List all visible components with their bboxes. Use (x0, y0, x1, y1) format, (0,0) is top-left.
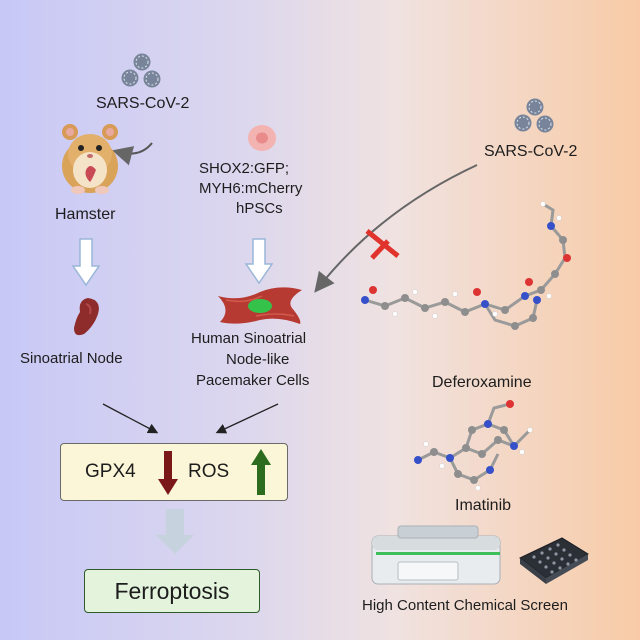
sinoatrial-node-icon (74, 298, 99, 336)
hamster-icon (62, 124, 118, 194)
hamster-to-node-arrow (71, 238, 101, 287)
cells-label-line2: Node-like (226, 351, 290, 368)
node-to-result-arrow (102, 403, 159, 434)
imaging-instrument-icon (371, 525, 501, 585)
cells-to-result-arrow (215, 403, 279, 434)
deferoxamine-label: Deferoxamine (432, 374, 532, 391)
result-to-ferroptosis-arrow (156, 509, 194, 554)
ros-up-arrow-icon (251, 449, 271, 495)
right-virus-label: SARS-CoV-2 (484, 143, 578, 160)
right-virus-icon (514, 98, 554, 133)
virus-to-hamster-arrow (112, 142, 153, 166)
ferroptosis-box: Ferroptosis (84, 569, 260, 613)
hpsc-cell-icon (248, 125, 276, 151)
pacemaker-cell-icon (218, 287, 302, 324)
screen-label: High Content Chemical Screen (362, 597, 568, 614)
sinoatrial-node-label: Sinoatrial Node (20, 350, 123, 367)
result-box: GPX4 ROS (60, 443, 288, 501)
gpx4-label: GPX4 (85, 461, 136, 482)
imatinib-label: Imatinib (455, 497, 512, 514)
left-virus-label: SARS-CoV-2 (96, 95, 190, 112)
ros-label: ROS (188, 461, 230, 482)
inhibition-icon (365, 229, 400, 260)
microplate-icon (519, 537, 589, 584)
ferroptosis-label: Ferroptosis (114, 578, 230, 604)
cells-label-line3: Pacemaker Cells (196, 372, 310, 389)
deferoxamine-molecule-icon (361, 201, 571, 330)
virus-icon (121, 53, 161, 88)
reporter-label-line2: MYH6:mCherry (199, 180, 303, 197)
virus-to-cells-arrow (314, 164, 478, 293)
hamster-label: Hamster (55, 206, 116, 223)
imatinib-molecule-icon (414, 400, 533, 490)
hpsc-to-cells-arrow (244, 238, 274, 285)
cells-label-line1: Human Sinoatrial (191, 330, 307, 347)
reporter-label-line1: SHOX2:GFP; (199, 160, 290, 177)
gpx4-down-arrow-icon (158, 451, 178, 495)
reporter-label-line3: hPSCs (236, 200, 283, 217)
